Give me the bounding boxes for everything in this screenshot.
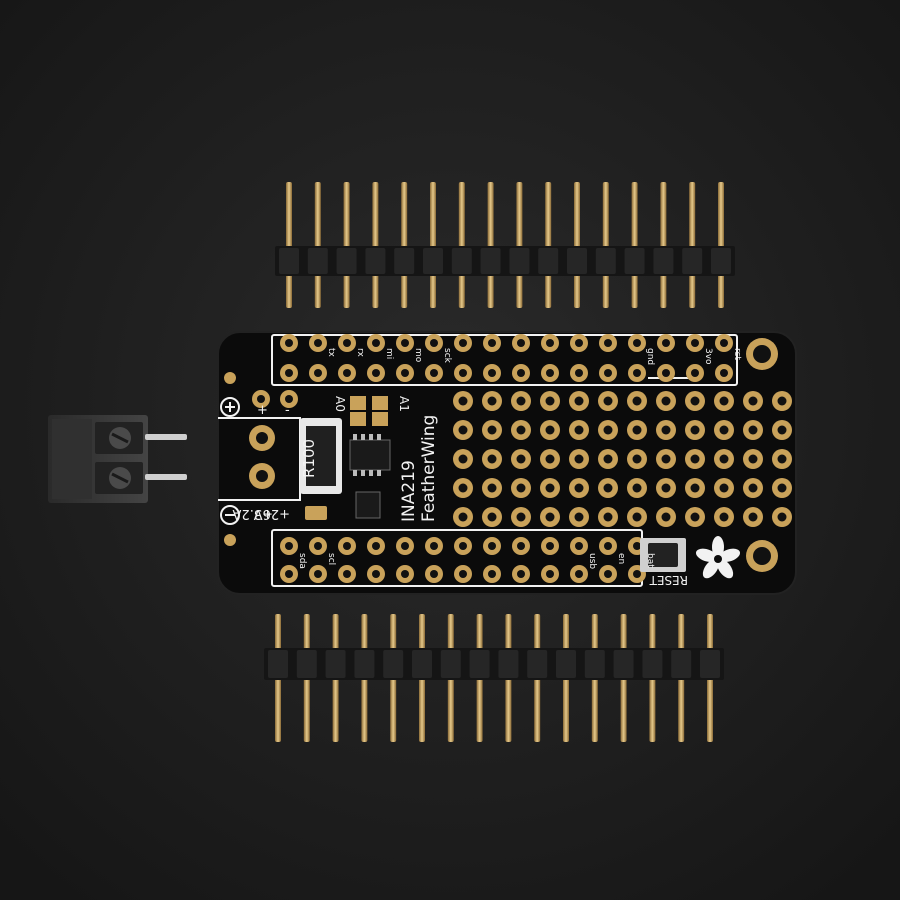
header-pin xyxy=(545,182,552,308)
pin-label: gnd xyxy=(645,348,655,365)
pin-label: scl xyxy=(326,553,336,565)
header-segment xyxy=(440,650,461,678)
header-pin xyxy=(574,182,580,308)
board-name-line1: INA219 xyxy=(399,460,419,522)
header-segment xyxy=(567,248,587,274)
bottom-header-pads xyxy=(280,537,646,583)
addr-a1-label: A1 xyxy=(397,396,411,412)
reset-label: RESET xyxy=(649,573,688,587)
header-pin xyxy=(372,182,379,308)
pin-label: sda xyxy=(297,553,307,569)
pin-label: mi xyxy=(384,348,394,359)
pin-label: bat xyxy=(645,553,655,568)
header-pin xyxy=(718,182,724,308)
minus-label: - xyxy=(285,403,290,418)
terminal-pads xyxy=(249,390,298,489)
header-segment xyxy=(336,248,357,274)
header-segment xyxy=(556,650,576,678)
pin-label: mo xyxy=(413,348,423,363)
bottom-pin-labels: sda scl usb en bat xyxy=(297,553,655,569)
prototyping-grid xyxy=(453,391,792,527)
header-segment xyxy=(394,248,415,274)
header-segment xyxy=(498,650,519,678)
header-segment xyxy=(296,650,317,678)
top-pin-header xyxy=(275,182,735,308)
top-header-pads xyxy=(280,334,733,382)
header-segment xyxy=(682,248,703,274)
header-plastic xyxy=(264,648,724,680)
pin-label: usb xyxy=(587,553,597,569)
header-segment xyxy=(613,650,634,678)
board-name-line2: FeatherWing xyxy=(419,415,439,522)
header-pin xyxy=(487,182,494,308)
spec-current: +3.2A xyxy=(232,506,273,521)
pin-label: rst xyxy=(732,348,742,360)
screw-terminal-block-icon xyxy=(48,415,187,503)
header-segment xyxy=(584,650,605,678)
resistor-label: R100 xyxy=(300,439,318,478)
header-pin xyxy=(631,182,638,308)
header-segment xyxy=(469,650,490,678)
header-pin xyxy=(314,182,321,308)
header-segment xyxy=(268,650,288,678)
header-segment xyxy=(480,248,501,274)
header-pin xyxy=(401,182,408,308)
header-segment xyxy=(711,248,731,274)
header-pin xyxy=(458,182,465,308)
header-plastic xyxy=(275,246,735,276)
header-segment xyxy=(354,650,375,678)
capacitor xyxy=(305,506,327,520)
header-segment xyxy=(412,650,432,678)
header-segment xyxy=(307,248,328,274)
header-pin xyxy=(516,182,523,308)
header-pin xyxy=(602,182,609,308)
header-segment xyxy=(624,248,645,274)
header-segment xyxy=(595,248,616,274)
header-pin xyxy=(660,182,667,308)
pin-label: tx xyxy=(326,348,336,358)
address-jumpers xyxy=(350,396,388,426)
header-segment xyxy=(383,650,404,678)
ina219-chip xyxy=(349,434,391,476)
header-segment xyxy=(423,248,443,274)
addr-a0-label: A0 xyxy=(333,396,347,412)
polarity-icons xyxy=(220,397,240,525)
pin-label: rx xyxy=(355,348,365,357)
header-segment xyxy=(509,248,530,274)
pin-label: sck xyxy=(442,348,452,364)
header-segment xyxy=(365,248,386,274)
bottom-pin-header xyxy=(264,614,724,742)
pin-label: en xyxy=(616,553,626,564)
header-segment xyxy=(451,248,472,274)
header-segment xyxy=(527,650,548,678)
spec-voltage: +26V xyxy=(254,506,290,521)
shunt-resistor xyxy=(300,418,342,494)
header-segment xyxy=(279,248,299,274)
plus-label: + xyxy=(257,403,268,418)
small-ic xyxy=(355,491,381,519)
header-segment xyxy=(325,650,346,678)
header-segment xyxy=(653,248,674,274)
header-segment xyxy=(700,650,720,678)
header-segment xyxy=(671,650,692,678)
header-segment xyxy=(642,650,663,678)
top-pin-labels: tx rx mi mo sck gnd 3vo rst xyxy=(326,348,742,365)
ina219-featherwing-board: + - R100 +3.2A +26V A0 A1 INA219 Feather… xyxy=(217,331,797,595)
header-pin xyxy=(689,182,696,308)
header-pin xyxy=(286,182,292,308)
reset-button xyxy=(640,538,686,572)
mounting-hole-icon xyxy=(224,338,778,572)
header-pin xyxy=(430,182,436,308)
pin-label: 3vo xyxy=(703,348,713,365)
header-segment xyxy=(538,248,559,274)
header-pin xyxy=(343,182,350,308)
adafruit-flower-logo-icon xyxy=(695,536,741,579)
